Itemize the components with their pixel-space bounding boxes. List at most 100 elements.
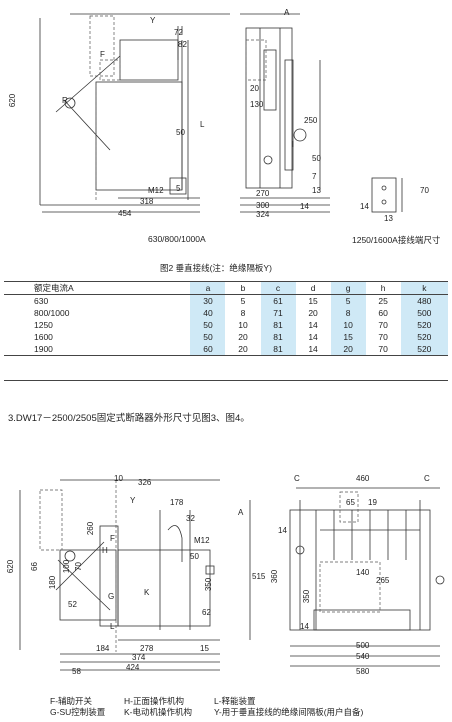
dim-65: 65 [346,498,355,507]
dim-620: 620 [8,93,18,108]
header-cell: a [190,281,226,295]
dim-32: 32 [186,514,195,523]
dim-72: 72 [174,28,183,37]
label-l-bottom: L [110,622,115,631]
dim-82: 82 [178,40,187,49]
legend-col-2: H-正面操作机构 K-电动机操作机构 [124,696,192,718]
label-g: G [108,592,115,601]
dim-620-bottom: 620 [6,559,16,574]
dim-13: 13 [312,186,321,195]
dim-278: 278 [140,644,154,653]
label-y: Y [150,16,156,25]
dim-19: 19 [368,498,377,507]
table-row: 1900 60 20 81 14 20 70 520 [4,343,448,356]
table-cell: 15 [330,331,366,343]
dim-515: 515 [252,572,266,581]
dim-50b: 50 [312,154,321,163]
dim-phi14-right: 14 [360,202,369,211]
table-cell: 520 [400,319,448,331]
dim-270: 270 [256,189,270,198]
label-h: H [102,546,108,555]
dim-15: 15 [200,644,209,653]
table-bottom-rule [4,380,448,381]
table-cell: 20 [238,332,248,342]
table-cell: 81 [260,343,296,356]
table-cell: 14 [308,320,318,330]
dim-50: 50 [176,128,185,137]
header-cell: 额定电流A [4,281,191,295]
label-a: A [284,8,290,17]
header-cell: d [295,281,331,295]
table-cell: 40 [190,307,226,319]
table-cell: 70 [378,332,388,342]
table-cell: 50 [190,319,226,331]
label-m12: M12 [148,186,164,195]
dim-265: 265 [376,576,390,585]
dim-13-right: 13 [384,214,393,223]
dim-5: 5 [176,184,181,193]
dimension-table: 额定电流A a b c d g h k 630 30 5 61 15 5 25 … [4,281,448,356]
dim-58: 58 [72,667,81,676]
legend-item: K-电动机操作机构 [124,707,193,717]
dim-52: 52 [68,600,77,609]
label-c-right: C [424,474,430,483]
table-row: 800/1000 40 8 71 20 8 60 500 [4,307,448,319]
dim-70: 70 [420,186,429,195]
bottom-drawing [19,479,445,671]
dim-7: 7 [312,172,317,181]
label-k: K [144,588,150,597]
table-cell: 8 [240,308,246,318]
legend-item: L-释能装置 [214,696,256,706]
label-f-bottom: F [110,534,115,543]
dim-324: 324 [256,210,270,219]
table-cell: 1900 [4,343,191,356]
label-l-mid: l [292,140,294,149]
dim-374: 374 [132,653,146,662]
table-cell: 70 [365,343,401,356]
dim-50-bottom: 50 [190,552,199,561]
header-cell: c [260,281,296,295]
dim-260: 260 [86,521,96,536]
dim-540: 540 [356,652,370,661]
table-cell: 25 [378,296,388,306]
table-cell: 5 [330,294,366,307]
table-cell: 1250 [34,320,53,330]
table-cell: 15 [308,296,318,306]
table-cell: 60 [378,308,388,318]
table-cell: 800/1000 [34,308,70,318]
table-cell: 520 [400,343,448,356]
dim-454: 454 [118,209,132,218]
table-cell: 14 [295,343,331,356]
dim-66: 66 [29,562,39,571]
table-row: 1250 50 10 81 14 10 70 520 [4,319,448,331]
dim-326: 326 [138,478,152,487]
section-heading: 3.DW17－2500/2505固定式断路器外形尺寸见图3、图4。 [8,413,250,424]
dim-318: 318 [140,197,154,206]
table-cell: 30 [190,294,226,307]
label-f: F [100,50,105,59]
table-cell: 480 [400,294,448,307]
table-header-row: 额定电流A a b c d g h k [4,281,448,295]
legend-item: H-正面操作机构 [124,696,184,706]
dim-424: 424 [126,663,140,672]
dim-580: 580 [356,667,370,676]
table-cell: 8 [330,307,366,319]
caption-right: 1250/1600A接线端尺寸 [352,235,441,245]
dim-20: 20 [250,84,259,93]
table-cell: 81 [260,319,296,331]
legend-col-1: F-辅助开关 G-SU控制装置 [50,696,105,718]
dim-phi14-b: 14 [300,622,309,631]
dim-phi14-a: 14 [278,526,287,535]
dim-10: 10 [114,474,123,483]
dim-62: 62 [202,608,211,617]
caption-left: 630/800/1000A [148,234,206,244]
label-l: L [200,120,205,129]
label-c-left: C [294,474,300,483]
dim-70-bottom: 70 [73,562,83,571]
table-row: 1600 50 20 81 14 15 70 520 [4,331,448,343]
dim-350-right: 350 [302,589,312,604]
label-r: R [62,96,68,105]
dim-460: 460 [356,474,370,483]
table-cell: 50 [190,331,226,343]
table-cell: 70 [378,320,388,330]
